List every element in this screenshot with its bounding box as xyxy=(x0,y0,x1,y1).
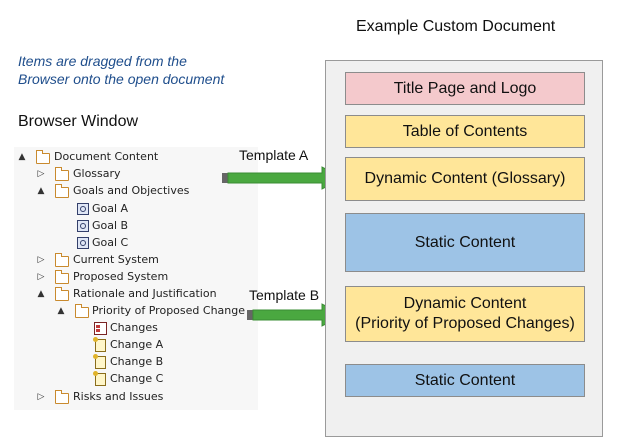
expand-icon[interactable]: ▷ xyxy=(37,392,45,402)
template-b-label: Template B xyxy=(249,287,320,303)
tree-item-label: Current System xyxy=(73,253,159,266)
folder-icon xyxy=(36,150,50,164)
folder-icon xyxy=(55,167,69,181)
goal-icon xyxy=(77,237,89,249)
section-dynamic-content-glossary[interactable]: Dynamic Content (Glossary) xyxy=(345,157,585,201)
document-title: Example Custom Document xyxy=(356,18,556,35)
drag-instruction-note: Items are dragged from the Browser onto … xyxy=(18,52,224,88)
tree-item-label: Document Content xyxy=(54,150,159,163)
section-title-page[interactable]: Title Page and Logo xyxy=(345,72,585,105)
tree-item-label: Rationale and Justification xyxy=(73,287,217,300)
collapse-icon[interactable]: ▲ xyxy=(18,152,26,162)
section-static-content-2[interactable]: Static Content xyxy=(345,364,585,397)
tree-item-label: Goal B xyxy=(92,219,129,232)
tree-item-label: Goals and Objectives xyxy=(73,184,190,197)
expand-icon[interactable]: ▷ xyxy=(37,272,45,282)
tree-item-label: Change C xyxy=(110,372,164,385)
folder-icon xyxy=(55,270,69,284)
change-icon xyxy=(93,337,106,352)
section-line-1: Dynamic Content xyxy=(403,295,527,312)
section-line-2: (Priority of Proposed Changes) xyxy=(355,315,575,332)
collapse-icon[interactable]: ▲ xyxy=(37,289,45,299)
changes-diagram-icon xyxy=(94,322,107,335)
browser-window-title: Browser Window xyxy=(18,113,139,130)
folder-icon xyxy=(55,184,69,198)
section-table-of-contents[interactable]: Table of Contents xyxy=(345,115,585,148)
folder-icon xyxy=(55,390,69,404)
goal-icon xyxy=(77,220,89,232)
note-line-1: Items are dragged from the xyxy=(18,53,187,69)
goal-icon xyxy=(77,203,89,215)
browser-tree: ▲ Document Content ▷ Glossary ▲ Goals an… xyxy=(14,147,258,410)
section-dynamic-content-priority[interactable]: Dynamic Content (Priority of Proposed Ch… xyxy=(345,286,585,342)
change-icon xyxy=(93,354,106,369)
collapse-icon[interactable]: ▲ xyxy=(57,306,65,316)
expand-icon[interactable]: ▷ xyxy=(37,169,45,179)
folder-icon xyxy=(75,304,89,318)
note-line-2: Browser onto the open document xyxy=(18,71,225,87)
expand-icon[interactable]: ▷ xyxy=(37,255,45,265)
tree-item-label: Goal A xyxy=(92,202,129,215)
change-icon xyxy=(93,371,106,386)
section-static-content[interactable]: Static Content xyxy=(345,213,585,272)
tree-item-label: Changes xyxy=(110,321,158,334)
tree-item-label: Glossary xyxy=(73,167,121,180)
tree-item-label: Proposed System xyxy=(73,270,169,283)
tree-item-label: Goal C xyxy=(92,236,129,249)
template-a-label: Template A xyxy=(239,147,309,163)
tree-item-label: Change A xyxy=(110,338,164,351)
tree-item-label: Risks and Issues xyxy=(73,390,164,403)
collapse-icon[interactable]: ▲ xyxy=(37,186,45,196)
tree-item-label: Change B xyxy=(110,355,164,368)
folder-icon xyxy=(55,253,69,267)
folder-icon xyxy=(55,287,69,301)
tree-item-label: Priority of Proposed Change xyxy=(92,304,246,317)
